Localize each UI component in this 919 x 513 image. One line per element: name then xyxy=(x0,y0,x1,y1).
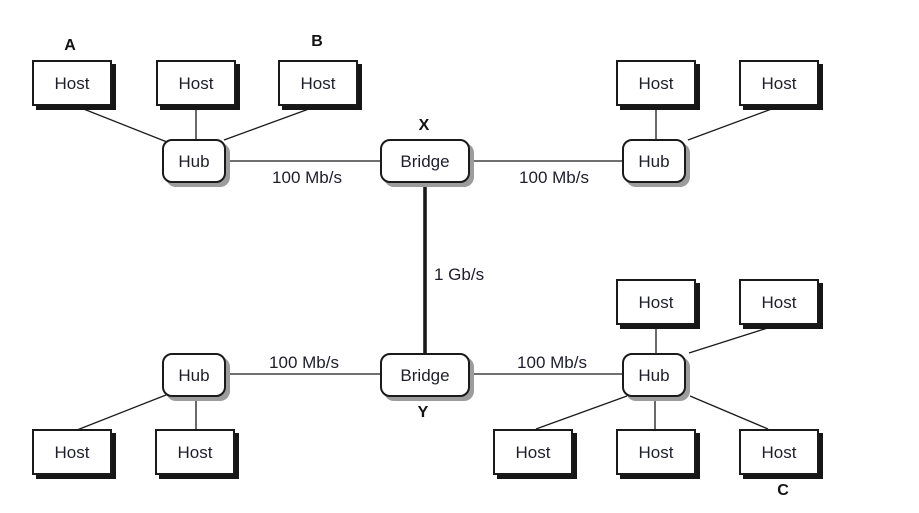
host-bottom-left-2-label: Host xyxy=(177,442,213,462)
edge-host-b-to-hub-top-left xyxy=(223,105,318,141)
host-bottom-left-2-box: Host xyxy=(155,429,235,475)
host-top-left-mid-box: Host xyxy=(156,60,236,106)
bridge-y-label: Bridge xyxy=(400,365,450,385)
hub-bottom-left-label: Hub xyxy=(178,365,210,385)
tag-b: B xyxy=(311,33,323,50)
edge-host-a-to-hub-top-left xyxy=(75,105,168,143)
host-a-label: Host xyxy=(54,73,90,93)
host-bottom-right-up1-label: Host xyxy=(638,292,674,312)
speed-label-hub-bl-bridge-y: 100 Mb/s xyxy=(269,353,339,372)
host-bottom-left-1-box: Host xyxy=(32,429,112,475)
hub-top-left-label: Hub xyxy=(178,151,210,171)
bridge-x-label: Bridge xyxy=(400,151,450,171)
host-b-box: Host xyxy=(278,60,358,106)
tag-a: A xyxy=(64,37,76,54)
hub-top-right-label: Hub xyxy=(638,151,670,171)
hub-bottom-right-label: Hub xyxy=(638,365,670,385)
host-top-right-mid-box: Host xyxy=(616,60,696,106)
edge-host-top-right-end-to-hub-top-right xyxy=(687,106,778,141)
tag-x: X xyxy=(418,117,430,134)
hub-top-right-box: Hub xyxy=(622,139,686,183)
host-bottom-right-lo2-label: Host xyxy=(638,442,674,462)
edge-hub-bottom-right-to-host-bottom-right-lo1 xyxy=(535,395,628,430)
speed-label-hub-tl-bridge-x: 100 Mb/s xyxy=(272,168,342,187)
bridge-x-box: Bridge xyxy=(380,139,470,183)
host-bottom-right-lo1-box: Host xyxy=(493,429,573,475)
hub-bottom-right-box: Hub xyxy=(622,353,686,397)
host-bottom-right-up1-box: Host xyxy=(616,279,696,325)
host-bottom-right-lo1-label: Host xyxy=(515,442,551,462)
hub-top-left-box: Hub xyxy=(162,139,226,183)
speed-label-backbone: 1 Gb/s xyxy=(434,265,485,284)
host-bottom-right-up2-box: Host xyxy=(739,279,819,325)
host-bottom-right-lo2-box: Host xyxy=(616,429,696,475)
host-a-box: Host xyxy=(32,60,112,106)
bridge-y-box: Bridge xyxy=(380,353,470,397)
speed-label-bridge-y-hub-br: 100 Mb/s xyxy=(517,353,587,372)
host-top-left-mid-label: Host xyxy=(178,73,214,93)
hub-bottom-left-box: Hub xyxy=(162,353,226,397)
host-top-right-mid-label: Host xyxy=(638,73,674,93)
host-bottom-left-1-label: Host xyxy=(54,442,90,462)
speed-label-bridge-x-hub-tr: 100 Mb/s xyxy=(519,168,589,187)
tag-y: Y xyxy=(417,404,429,421)
host-c-label: Host xyxy=(761,442,797,462)
host-top-right-end-label: Host xyxy=(761,73,797,93)
host-top-right-end-box: Host xyxy=(739,60,819,106)
tag-c: C xyxy=(777,482,789,499)
edge-hub-bottom-right-to-host-c xyxy=(689,395,769,430)
host-b-label: Host xyxy=(300,73,336,93)
host-c-box: Host xyxy=(739,429,819,475)
edge-hub-bottom-left-to-host-bottom-left-1 xyxy=(76,394,167,431)
host-bottom-right-up2-label: Host xyxy=(761,292,797,312)
edge-host-bottom-right-up2-to-hub-bottom-right xyxy=(688,325,775,354)
